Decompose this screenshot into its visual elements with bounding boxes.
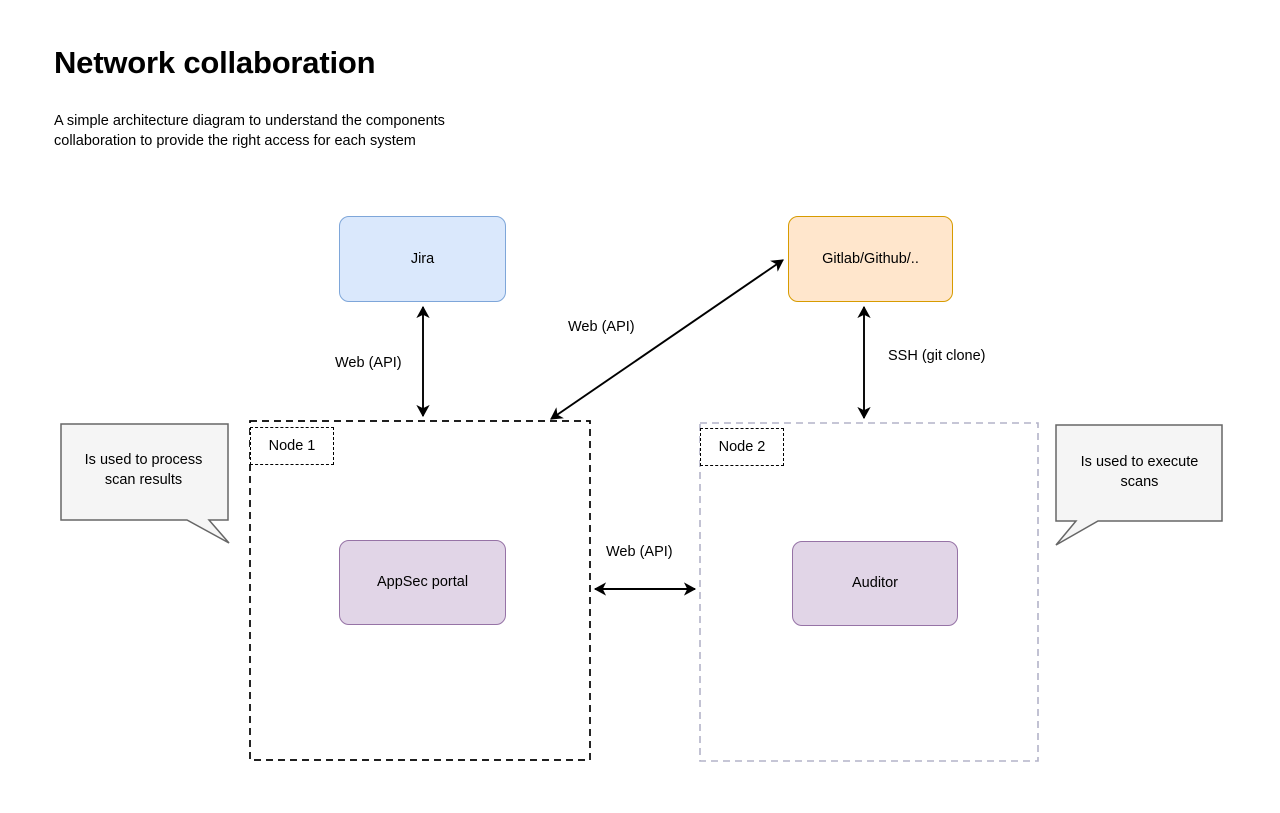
node-gitlab-github[interactable]: Gitlab/Github/.. <box>788 216 953 302</box>
page-subtitle: A simple architecture diagram to underst… <box>54 113 445 149</box>
edge-label-node1-node2: Web (API) <box>606 544 673 560</box>
node2-label-text: Node 2 <box>718 439 766 455</box>
node-appsec-portal[interactable]: AppSec portal <box>339 540 506 625</box>
node-appsec-portal-label: AppSec portal <box>376 574 469 591</box>
node1-label-box[interactable]: Node 1 <box>250 427 334 465</box>
callout-left-shape <box>60 423 230 544</box>
node2-container <box>699 422 1039 762</box>
callout-right-text: Is used to execute scans <box>1080 454 1199 490</box>
node-auditor[interactable]: Auditor <box>792 541 958 626</box>
node-gitlab-github-label: Gitlab/Github/.. <box>822 250 919 267</box>
node1-container <box>249 420 591 761</box>
edge-label-jira-appsec: Web (API) <box>335 355 402 371</box>
node1-label-text: Node 1 <box>268 438 316 454</box>
node-jira[interactable]: Jira <box>339 216 506 302</box>
page-title: Network collaboration <box>54 45 376 80</box>
node-auditor-label: Auditor <box>852 575 898 592</box>
edge-node1-git <box>550 259 784 420</box>
edge-label-git-node2: SSH (git clone) <box>888 348 986 364</box>
callout-left-text: Is used to process scan results <box>84 452 203 488</box>
node-jira-label: Jira <box>410 250 435 267</box>
callout-right-shape <box>1055 424 1223 546</box>
edge-label-node1-git: Web (API) <box>568 319 635 335</box>
node2-label-box[interactable]: Node 2 <box>700 428 784 466</box>
